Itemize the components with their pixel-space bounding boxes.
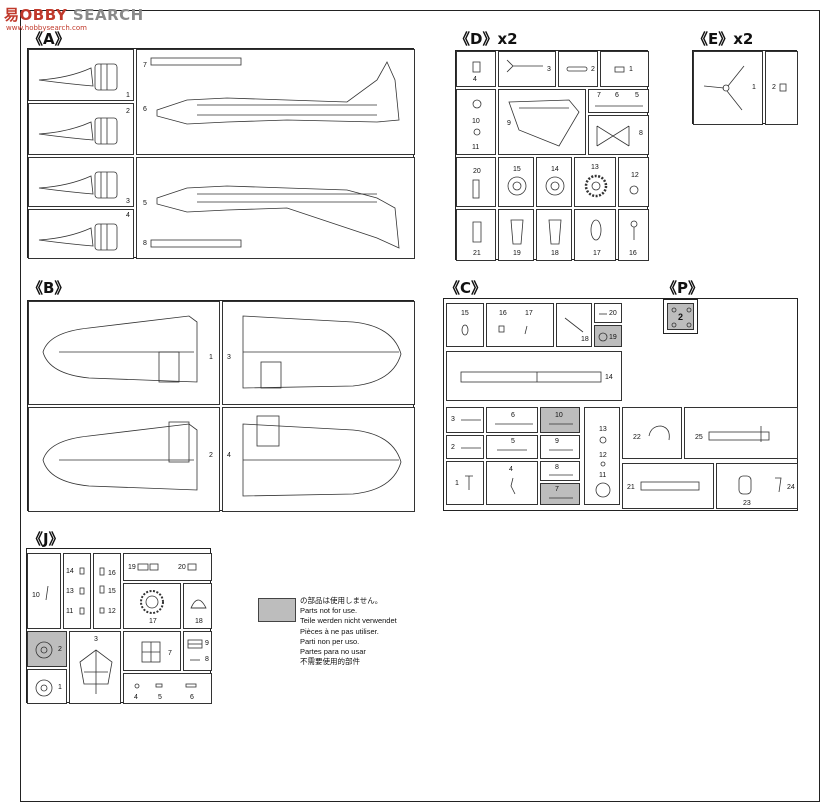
sprue-b: 1 3 2 4	[27, 300, 415, 512]
part-b-1-wing: 1	[28, 301, 220, 405]
part-j-18: 18	[183, 583, 212, 629]
part-c-6: 6	[486, 407, 538, 433]
fuselage-half-sketch	[150, 57, 400, 125]
part-c-25: 25	[684, 407, 798, 459]
section-d-label: 《D》x2	[455, 30, 518, 48]
instruction-sheet-frame	[20, 10, 820, 802]
sprue-e: 1 2	[692, 50, 798, 125]
part-d-8: 8	[588, 115, 649, 155]
part-d-19: 19	[498, 209, 534, 261]
part-c-18: 18	[556, 303, 592, 347]
part-e-1-propeller: 1	[693, 51, 763, 125]
part-c-5: 5	[486, 435, 538, 459]
drop-tank-sketch	[38, 63, 118, 91]
part-d-9: 9	[498, 89, 586, 155]
part-a-1: 1	[28, 49, 134, 101]
propeller-sketch	[703, 65, 745, 111]
part-d-3: 3	[498, 51, 556, 87]
part-d-21: 21	[456, 209, 496, 261]
part-c-9: 9	[540, 435, 580, 459]
part-c-8: 8	[540, 461, 580, 481]
unused-parts-legend: の部品は使用しません。 Parts not for use. Teile wer…	[300, 596, 397, 667]
sprue-a: 1 2 3 4 7 6 5 8	[27, 48, 415, 259]
part-j-4-5-6: 4 5 6	[123, 673, 212, 704]
part-c-7-unused: 7	[540, 483, 580, 505]
part-c-10-unused: 10	[540, 407, 580, 433]
part-c-21: 21	[622, 463, 714, 509]
legend-line-es: Partes para no usar	[300, 647, 366, 657]
legend-line-de: Teile werden nicht verwendet	[300, 616, 397, 626]
legend-line-ja: の部品は使用しません。	[300, 596, 383, 605]
part-j-3-seat: 3	[69, 631, 121, 704]
part-d-13: 13	[574, 157, 616, 207]
part-a-fuselage-lower: 5 8	[136, 157, 415, 259]
hobbysearch-watermark: 易OBBY SEARCH	[4, 6, 144, 24]
legend-line-zh: 不需要使用的部件	[300, 657, 360, 667]
part-d-4: 4	[456, 51, 496, 87]
part-d-12: 12	[618, 157, 649, 207]
part-d-14: 14	[536, 157, 572, 207]
part-j-7: 7	[123, 631, 181, 671]
part-e-2: 2	[765, 51, 798, 125]
part-b-4-wing: 4	[222, 407, 415, 512]
part-j-17: 17	[123, 583, 181, 629]
part-c-22: 22	[622, 407, 682, 459]
part-d-1: 1	[600, 51, 649, 87]
legend-line-it: Parti non per uso.	[300, 636, 360, 646]
section-b-label: 《B》	[28, 279, 70, 297]
part-d-2: 2	[558, 51, 598, 87]
watermark-url: www.hobbysearch.com	[6, 24, 87, 32]
part-j-2-unused: 2	[27, 631, 67, 667]
part-c-11-12-13: 13 12 11	[584, 407, 620, 505]
section-j-label: 《J》	[28, 530, 64, 548]
part-c-14: 14	[446, 351, 622, 401]
part-d-17: 17	[574, 209, 616, 261]
part-a-4: 4	[28, 209, 134, 259]
part-c-19-unused: 19	[594, 325, 622, 347]
part-d-18: 18	[536, 209, 572, 261]
sprue-p: 2	[663, 299, 698, 334]
legend-line-en: Parts not for use.	[300, 606, 358, 616]
part-d-20: 20	[456, 157, 496, 207]
part-b-3-wing: 3	[222, 301, 415, 405]
part-j-11-13-14: 14 13 11	[63, 553, 91, 629]
seat-sketch	[79, 649, 113, 694]
part-a-fuselage-upper: 7 6	[136, 49, 415, 155]
part-j-10: 10	[27, 553, 61, 629]
part-a-2: 2	[28, 103, 134, 155]
part-b-2-wing: 2	[28, 407, 220, 512]
part-d-15: 15	[498, 157, 534, 207]
wing-half-sketch	[42, 315, 198, 383]
part-c-4: 4	[486, 461, 538, 505]
part-c-15: 15	[446, 303, 484, 347]
part-j-12-15-16: 16 15 12	[93, 553, 121, 629]
section-c-label: 《C》	[445, 279, 487, 297]
part-p-2-unused: 2	[667, 303, 694, 330]
part-c-3: 3	[446, 407, 484, 433]
part-d-16: 16	[618, 209, 649, 261]
unused-parts-swatch	[258, 598, 296, 622]
section-a-label: 《A》	[28, 30, 70, 48]
part-c-20: 20	[594, 303, 622, 323]
part-j-1: 1	[27, 669, 67, 704]
section-e-label: 《E》x2	[693, 30, 754, 48]
part-a-3: 3	[28, 157, 134, 207]
legend-line-fr: Pièces à ne pas utiliser.	[300, 626, 379, 636]
part-c-1: 1	[446, 461, 484, 505]
section-p-label: 《P》	[662, 279, 703, 297]
part-c-2: 2	[446, 435, 484, 459]
